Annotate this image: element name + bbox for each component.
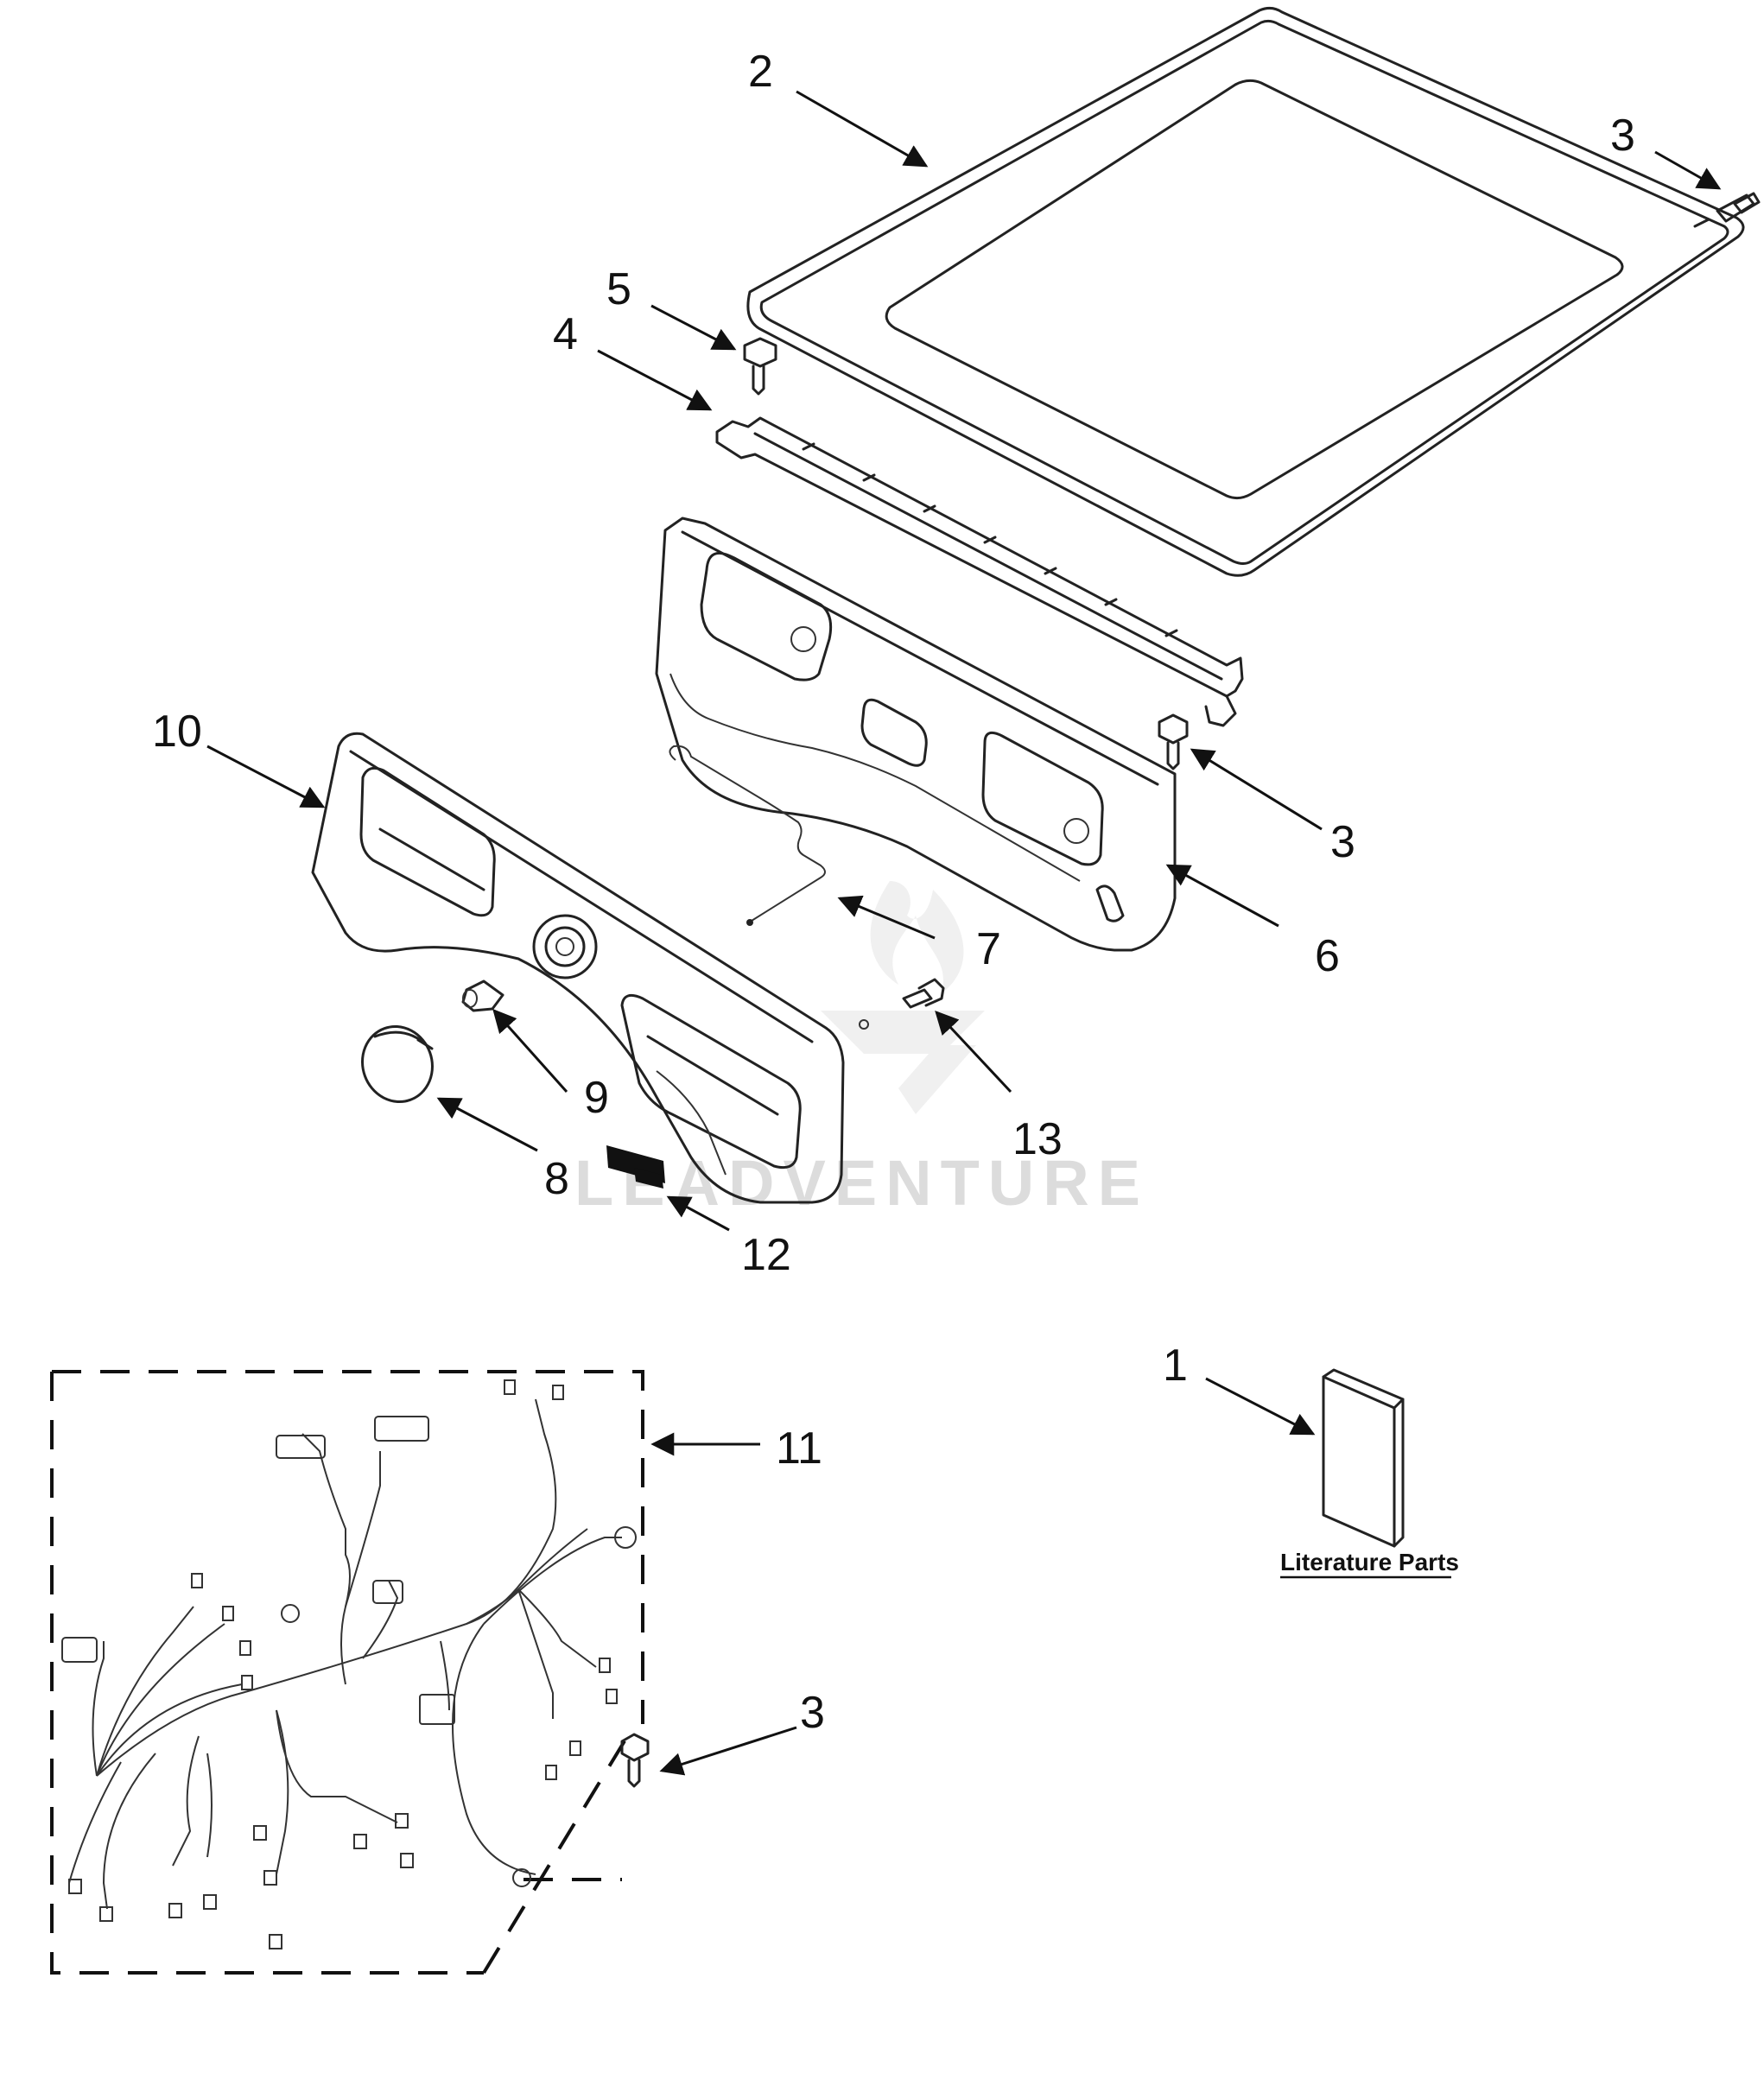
- callout-2: 2: [748, 47, 773, 97]
- callout-8: 8: [544, 1154, 569, 1204]
- callout-4: 4: [553, 309, 578, 359]
- screw-part-5: [743, 337, 777, 396]
- badge-part-12: [606, 1145, 665, 1189]
- callout-6: 6: [1315, 931, 1340, 981]
- screw-top-right: [1693, 192, 1761, 228]
- callout-3-top: 3: [1610, 111, 1635, 161]
- literature-booklet-part-1: [1322, 1368, 1405, 1548]
- screw-part-13: [859, 978, 945, 1030]
- callout-7: 7: [976, 924, 1001, 974]
- callout-11: 11: [776, 1423, 822, 1474]
- screw-mid-right: [1158, 713, 1189, 770]
- literature-caption-group: Literature Parts: [1280, 1549, 1459, 1579]
- callout-3-mid: 3: [1330, 817, 1355, 867]
- callout-13: 13: [1012, 1114, 1063, 1164]
- callout-3-bottom: 3: [800, 1688, 825, 1738]
- top-panel: [746, 6, 1745, 577]
- callout-1: 1: [1163, 1341, 1188, 1391]
- leader-arrows: [206, 90, 1722, 1776]
- wire-part-7: [669, 745, 826, 926]
- knob-part-8: [361, 1024, 434, 1104]
- callout-labels: 2 3 5 4 3 6 7 10 9 8 12 13 11 3 1: [152, 47, 1635, 1738]
- callout-10: 10: [152, 707, 202, 757]
- callout-5: 5: [606, 264, 631, 314]
- clip-part-9: [461, 979, 504, 1012]
- watermark-logo-icon: [821, 881, 985, 1114]
- console-back-part-6: [655, 517, 1177, 952]
- harness-box: [50, 1370, 644, 1975]
- callout-9: 9: [584, 1073, 609, 1123]
- bracket-part-4: [715, 416, 1244, 727]
- literature-caption: Literature Parts: [1280, 1549, 1459, 1575]
- wire-harness-part-11: [61, 1379, 637, 1949]
- control-panel-part-10: [311, 732, 845, 1204]
- callout-12: 12: [741, 1230, 791, 1280]
- screw-bottom: [620, 1733, 650, 1788]
